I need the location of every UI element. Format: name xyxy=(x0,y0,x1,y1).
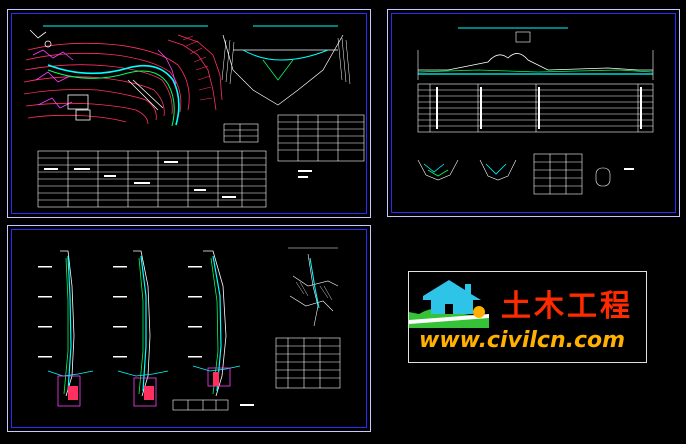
sections-drawing xyxy=(38,247,341,411)
sheet-2-inner-frame xyxy=(391,13,676,213)
sheet-1-inner-frame xyxy=(11,13,367,214)
house-logo-icon xyxy=(409,280,489,328)
civilcn-logo[interactable]: 土木工程 www.civilcn.com xyxy=(408,271,647,363)
plan-drawing xyxy=(23,25,365,208)
drawing-sheet-profile[interactable] xyxy=(387,9,680,217)
brand-url[interactable]: www.civilcn.com xyxy=(419,328,626,353)
drawing-sheet-plan[interactable] xyxy=(7,9,371,218)
drawing-sheet-sections[interactable] xyxy=(7,225,371,432)
sheet-3-inner-frame xyxy=(11,229,367,428)
profile-drawing xyxy=(417,27,654,195)
brand-name-cn: 土木工程 xyxy=(501,289,633,324)
